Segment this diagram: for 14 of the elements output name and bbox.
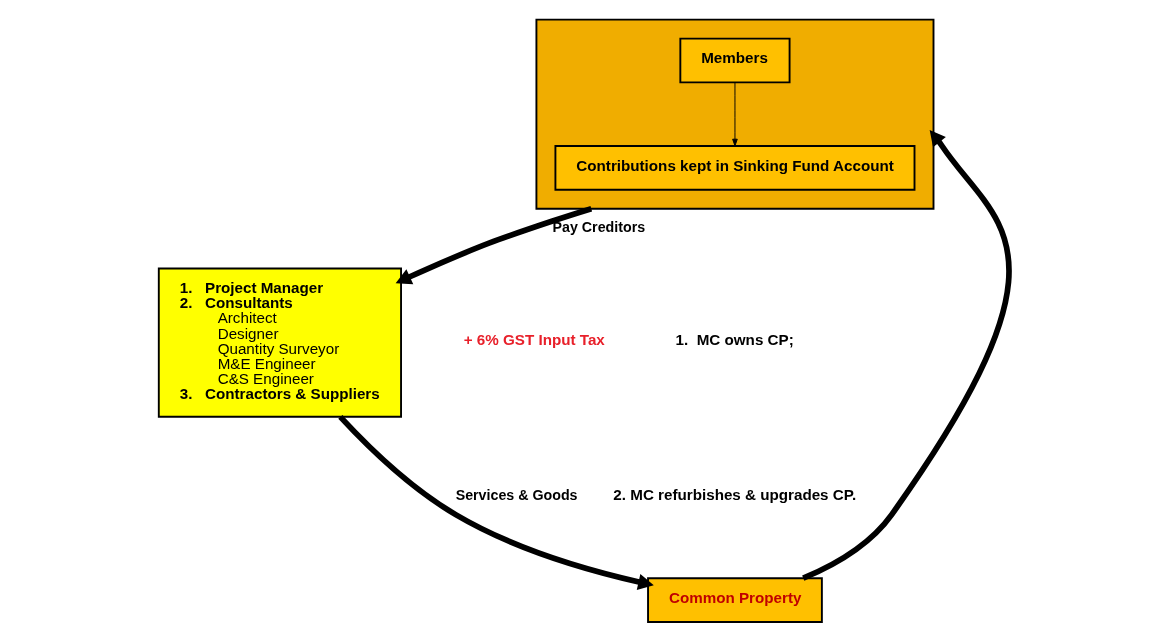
arrow [731,82,738,147]
edge-label: Pay Creditors [552,218,645,235]
node-box: Members [678,37,791,84]
arrow [395,205,592,285]
edge-label: Services & Goods [455,486,578,503]
node-box: Contributions kept in Sinking Fund Account [553,145,915,191]
label: 1. MC owns CP; [675,331,794,349]
arrow [801,129,1011,581]
node-box: 1. Project Manager 2. Consultants Architect Designer Quantity Surveyor M&E Engineer C&S Engineer 3. Contractors & Suppliers [157,267,402,418]
label: 2. MC refurbishes & upgrades CP. [612,486,856,504]
arrow [337,414,654,590]
label: + 6% GST Input Tax [463,331,605,349]
cluster [534,18,934,210]
node-box: Common Property [646,577,823,623]
